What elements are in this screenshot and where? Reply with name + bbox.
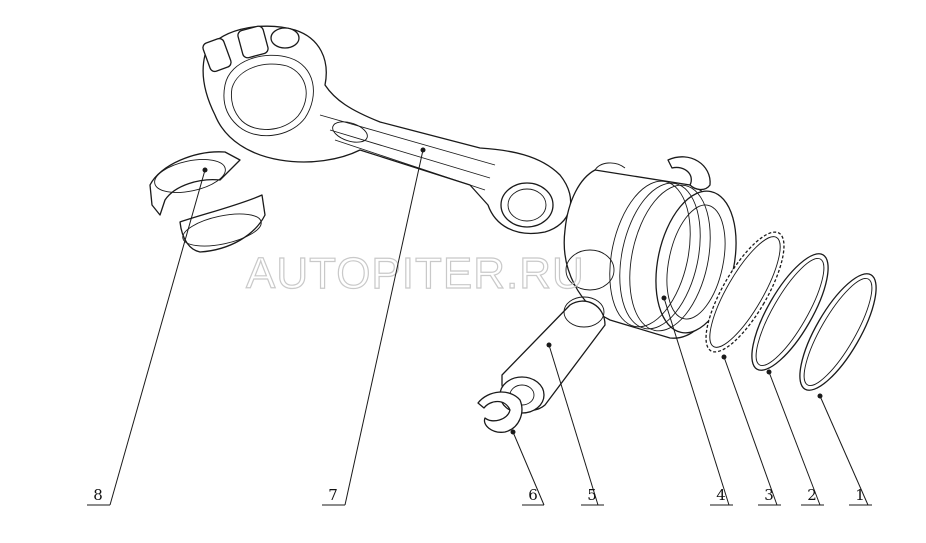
watermark-text: AUTOPITER.RU [246, 249, 585, 298]
connecting-rod [202, 25, 572, 234]
callout-3: 3 [758, 486, 781, 506]
callout-4: 4 [710, 486, 733, 506]
callout-2: 2 [801, 486, 824, 506]
snap-ring [477, 391, 523, 433]
callout-5: 5 [581, 486, 604, 506]
piston-ring-top [799, 273, 877, 391]
connecting-rod-bearing [149, 151, 266, 253]
callout-7: 7 [322, 486, 345, 506]
snap-ring-upper [667, 156, 711, 191]
callout-number: 1 [855, 486, 865, 504]
callout-number: 7 [328, 486, 338, 504]
callout-1: 1 [849, 486, 872, 506]
callout-number: 8 [93, 486, 103, 504]
callout-8: 8 [87, 486, 110, 506]
piston-ring-second [751, 253, 829, 371]
leader-lines [109, 147, 869, 506]
callout-number: 4 [716, 486, 726, 504]
callout-number: 2 [807, 486, 817, 504]
piston [563, 162, 737, 339]
oil-control-ring [705, 231, 785, 353]
callout-number: 5 [587, 486, 597, 504]
callout-number: 3 [764, 486, 774, 504]
callout-number: 6 [528, 486, 538, 504]
callout-6: 6 [522, 486, 544, 506]
